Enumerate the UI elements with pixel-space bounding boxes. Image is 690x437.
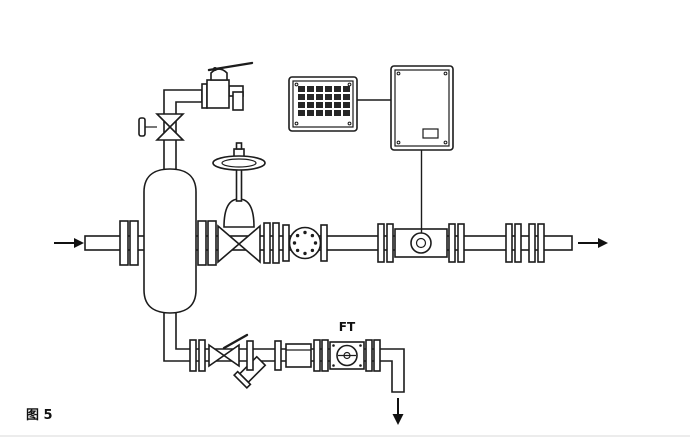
flange	[282, 224, 290, 262]
bolt-dot	[310, 248, 315, 253]
flange	[313, 339, 321, 372]
valve-bonnet	[223, 198, 255, 228]
fitting-body	[285, 343, 312, 368]
enclosure-nameplate	[422, 128, 439, 139]
bolt-dot	[303, 230, 307, 235]
flange	[321, 339, 329, 372]
screw-icon	[443, 140, 448, 145]
valve-wedge-right	[237, 224, 261, 264]
flange	[119, 220, 129, 266]
inline-fitting	[285, 343, 312, 368]
sight-glass-flanged-unit	[282, 224, 328, 262]
flange	[263, 222, 271, 264]
flange	[129, 220, 139, 266]
screw-icon	[347, 121, 352, 126]
flow-meter	[377, 223, 465, 263]
arrow-head	[392, 414, 404, 425]
flange	[246, 340, 254, 371]
screw-icon	[443, 71, 448, 76]
flange	[373, 339, 381, 372]
meter-dial	[410, 232, 432, 254]
drain-arrow-down	[392, 398, 404, 425]
flange	[320, 224, 328, 262]
ball-valve-lever	[222, 333, 249, 350]
valve-wedge-top	[155, 113, 185, 129]
flange	[537, 223, 545, 263]
screw-icon	[347, 82, 352, 87]
safety-relief-valve	[201, 61, 254, 111]
valve-wedge-bottom	[155, 125, 185, 141]
valve-wedge-left	[217, 224, 241, 264]
flange	[505, 223, 513, 263]
flange	[448, 223, 456, 263]
bypass-pipe-run	[163, 299, 405, 393]
flow-transmitter: FT	[313, 320, 381, 372]
screw-icon	[294, 121, 299, 126]
globe-control-valve	[197, 142, 280, 266]
bolt-dot	[313, 241, 318, 245]
control-enclosure	[390, 65, 454, 151]
bolt-dot	[332, 344, 335, 347]
relief-discharge-elbow	[232, 91, 244, 111]
relief-bonnet	[210, 68, 228, 81]
bolt-dot	[303, 251, 307, 256]
separator-vessel	[143, 168, 197, 314]
flow-arrow-in	[54, 238, 84, 248]
bolt-dot	[310, 233, 315, 238]
arrow-head	[74, 238, 84, 248]
keypad-keys	[298, 86, 350, 116]
screw-icon	[396, 140, 401, 145]
bolt-dot	[332, 364, 335, 367]
bypass-flange-pair	[189, 339, 206, 372]
bypass-ball-valve	[208, 333, 249, 368]
flange	[377, 223, 385, 263]
screw-icon	[294, 82, 299, 87]
keypad-face	[292, 80, 354, 128]
flange	[197, 220, 207, 266]
arrow-head	[598, 238, 608, 248]
bolt-dot	[292, 241, 297, 245]
keypad-display-unit	[288, 76, 358, 132]
stem-cap	[235, 142, 243, 150]
meter-dial-center	[415, 237, 427, 249]
enclosure-housing	[390, 65, 454, 151]
figure-caption: 图 5	[26, 408, 53, 423]
flange	[189, 339, 197, 372]
bolt-dot	[295, 233, 300, 238]
flange	[198, 339, 206, 372]
bolt-dot	[295, 248, 300, 253]
inlet-flange-pair	[119, 220, 139, 266]
ft-label: FT	[339, 320, 356, 334]
relief-lever-pivot	[213, 67, 217, 71]
vent-isolation-valve	[138, 113, 185, 141]
flow-arrow-out	[578, 238, 608, 248]
handwheel	[212, 155, 266, 171]
valve-stem	[235, 167, 243, 202]
bolt-dot	[359, 344, 362, 347]
bolt-dot	[359, 364, 362, 367]
ball-valve-wedge-left	[208, 343, 226, 368]
flange	[272, 222, 280, 264]
valve-handwheel	[138, 117, 146, 137]
enclosure-door	[394, 69, 450, 147]
transmitter-dial-center	[343, 351, 351, 360]
flange	[365, 339, 373, 372]
ball-valve-wedge-right	[222, 343, 240, 368]
flange	[207, 220, 217, 266]
flange	[457, 223, 465, 263]
vessel-body	[143, 168, 197, 314]
signal-cable	[357, 99, 423, 233]
flange	[274, 340, 282, 371]
outlet-spool-flanges	[505, 223, 545, 263]
bypass-pipe	[163, 299, 405, 393]
y-strainer	[232, 340, 282, 390]
screw-icon	[396, 71, 401, 76]
strainer-cap-flange	[232, 370, 252, 390]
flange	[386, 223, 394, 263]
handwheel-inner-rim	[221, 158, 257, 168]
relief-valve-body	[206, 79, 230, 109]
flange	[514, 223, 522, 263]
flange	[528, 223, 536, 263]
